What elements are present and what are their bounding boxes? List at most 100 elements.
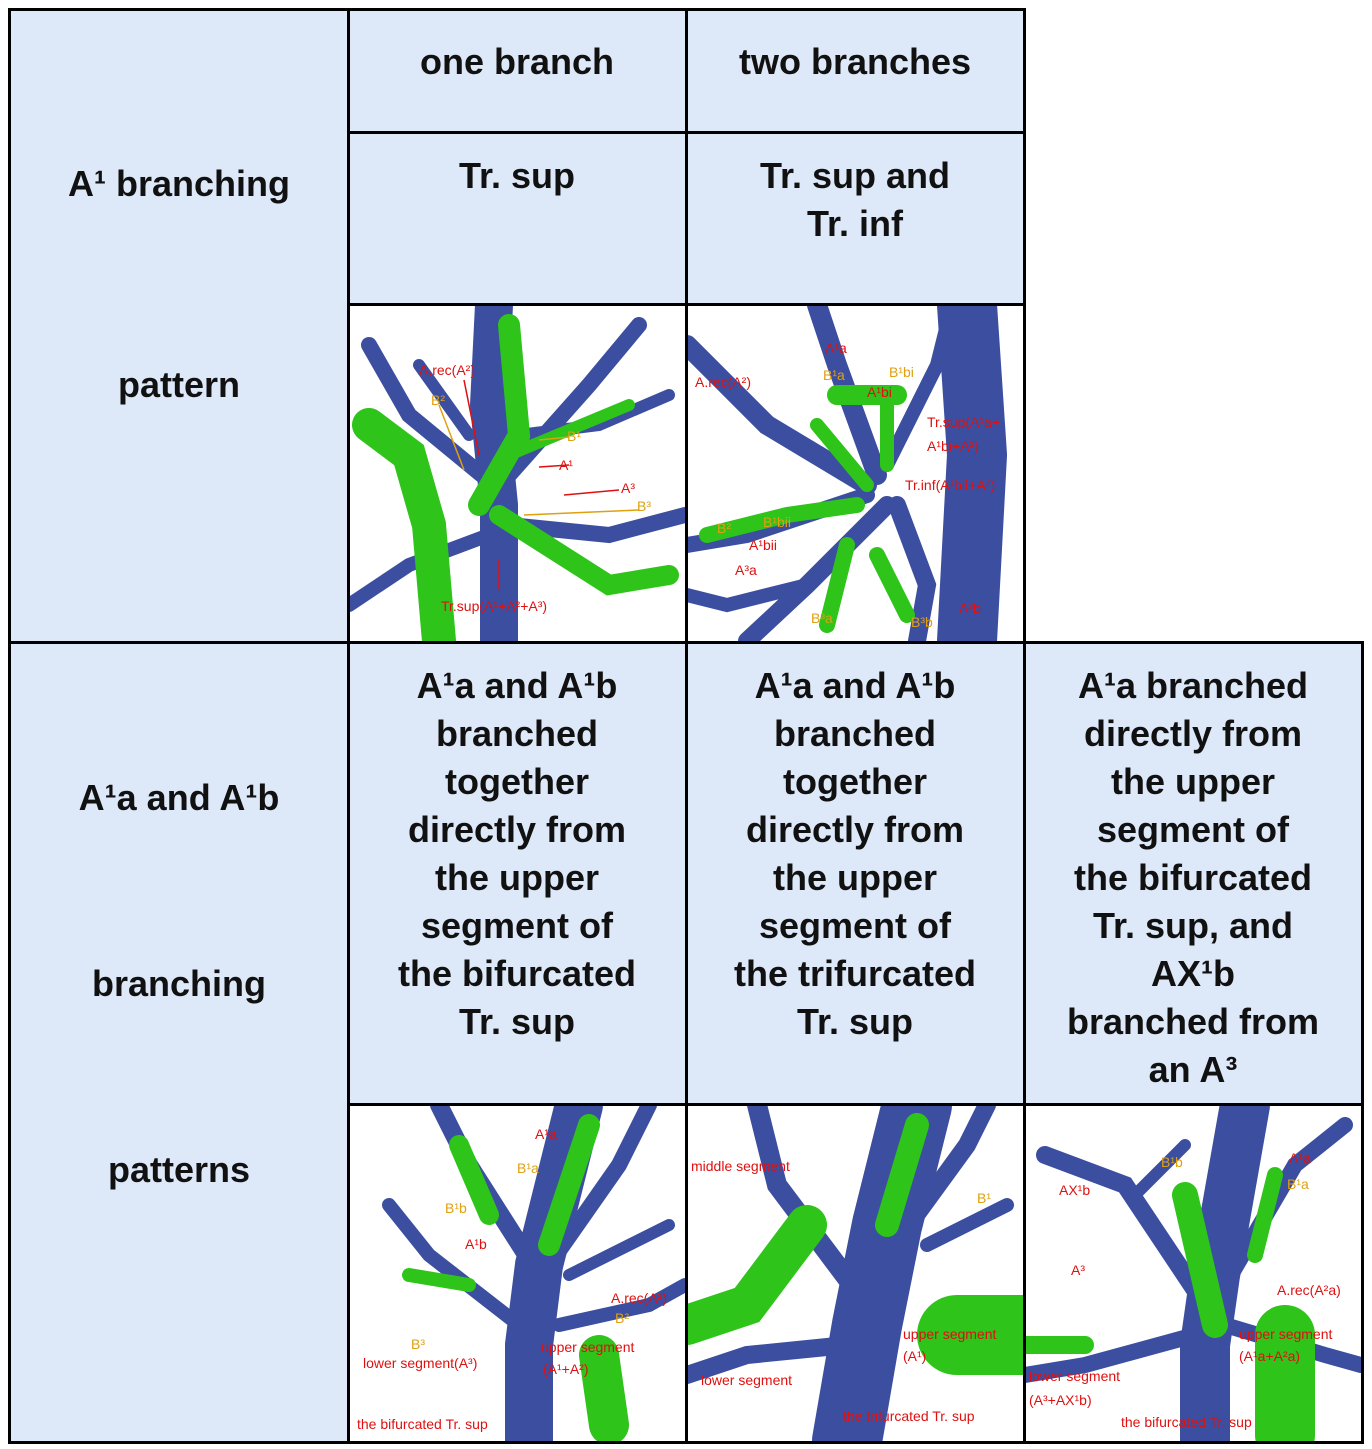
desc2-line: the trifurcated <box>733 953 977 994</box>
desc2-line: directly from <box>745 809 965 850</box>
desc2-line: segment of <box>758 905 952 946</box>
sub-header-tr-sup: Tr. sup <box>348 132 686 304</box>
img3-label-a1a: A¹a <box>535 1126 557 1142</box>
image-a1-two-branches: A¹a A.rec(A²) A¹bi Tr.sup(A¹a+ A¹bi+A²) … <box>687 305 1023 641</box>
img5-label-upper-seg-1: upper segment <box>1239 1326 1333 1342</box>
img3-label-b2: B² <box>615 1310 629 1326</box>
desc1-line: the bifurcated <box>397 953 637 994</box>
desc3-line: directly from <box>1083 713 1303 754</box>
image-bifurcated-tr-sup-ax1b: A¹a AX¹b A³ A.rec(A²a) upper segment (A¹… <box>1025 1105 1361 1441</box>
img5-label-b1a: B¹a <box>1287 1176 1309 1192</box>
img2-label-a3a: A³a <box>735 562 757 578</box>
image-bifurcated-tr-sup: A¹a A¹b A.rec(A²) lower segment(A³) uppe… <box>349 1105 685 1441</box>
col-header-two-branches: two branches <box>686 10 1024 132</box>
grid-line <box>1023 8 1026 644</box>
img3-label-a1b: A¹b <box>465 1236 487 1252</box>
desc3-line: branched from <box>1066 1001 1320 1042</box>
img2-label-trsup-2: A¹bi+A²) <box>927 438 979 454</box>
desc3-line: an A³ <box>1148 1049 1238 1090</box>
img4-label-b1: B¹ <box>977 1190 991 1206</box>
img5-label-a1a: A¹a <box>1289 1150 1311 1166</box>
img3-label-b1b: B¹b <box>445 1200 467 1216</box>
img3-label-bifurcated: the bifurcated Tr. sup <box>357 1416 488 1432</box>
sub-header-line1: Tr. sup and <box>759 155 951 196</box>
img2-label-b3b: B³b <box>911 614 933 630</box>
row-label-line2: branching <box>91 963 266 1004</box>
desc2-line: the upper <box>772 857 937 898</box>
img3-label-b1a: B¹a <box>517 1160 539 1176</box>
img2-label-b1bii: B¹bii <box>763 514 791 530</box>
img4-label-trifurcated: the trifurcated Tr. sup <box>843 1408 975 1424</box>
pattern-desc-1: A¹a and A¹b branched together directly f… <box>348 642 686 1104</box>
row-label-line3: patterns <box>107 1149 251 1190</box>
grid-line <box>1023 641 1026 1444</box>
img2-label-b1a: B¹a <box>823 367 845 383</box>
img5-label-ax1b: AX¹b <box>1059 1182 1090 1198</box>
grid-line <box>685 8 688 1444</box>
desc3-line: the upper <box>1110 761 1275 802</box>
img2-label-a1bii: A¹bii <box>749 537 777 553</box>
pattern-desc-3: A¹a branched directly from the upper seg… <box>1024 642 1362 1104</box>
row-label-a1-branching: A¹ branching pattern <box>10 10 348 642</box>
img2-label-arec-a2: A.rec(A²) <box>695 374 751 390</box>
sub-header-line2: Tr. inf <box>806 203 903 244</box>
img2-label-b1bi: B¹bi <box>889 364 914 380</box>
img3-label-upper-seg-1: upper segment <box>541 1339 635 1355</box>
desc1-line: Tr. sup <box>458 1001 576 1042</box>
img5-label-lower-seg-2: (A³+AX¹b) <box>1029 1392 1092 1408</box>
desc2-line: branched <box>773 713 937 754</box>
img1-label-b3: B³ <box>637 498 651 514</box>
grid-line <box>347 8 350 1444</box>
img2-label-b2: B² <box>717 520 731 536</box>
img2-label-b3a: B³a <box>811 610 833 626</box>
desc3-line: Tr. sup, and <box>1092 905 1294 946</box>
img3-label-arec: A.rec(A²) <box>611 1290 667 1306</box>
desc2-line: Tr. sup <box>796 1001 914 1042</box>
grid-line <box>347 1103 1364 1106</box>
img3-label-lower-seg: lower segment(A³) <box>363 1355 477 1371</box>
img1-label-b1: B¹ <box>567 428 581 444</box>
img2-label-trinf: Tr.inf(A¹bii+A³) <box>905 477 995 493</box>
desc1-line: A¹a and A¹b <box>416 665 618 706</box>
row-label-line1: A¹a and A¹b <box>78 777 280 818</box>
pattern-desc-2: A¹a and A¹b branched together directly f… <box>686 642 1024 1104</box>
img5-label-a3: A³ <box>1071 1262 1085 1278</box>
col-header-two-branches-text: two branches <box>738 41 972 82</box>
img2-label-a1bi: A¹bi <box>867 384 892 400</box>
desc1-line: the upper <box>434 857 599 898</box>
img3-label-b3: B³ <box>411 1336 425 1352</box>
img2-label-a3b: A³b <box>959 600 981 616</box>
img5-label-arec: A.rec(A²a) <box>1277 1282 1341 1298</box>
img4-label-lower-seg: lower segment <box>701 1372 792 1388</box>
img1-label-a1: A¹ <box>559 457 573 473</box>
desc1-line: segment of <box>420 905 614 946</box>
img2-label-a1a: A¹a <box>825 340 847 356</box>
sub-header-tr-sup-and-inf: Tr. sup and Tr. inf <box>686 132 1024 304</box>
row-label-line2: pattern <box>117 364 240 405</box>
desc3-line: segment of <box>1096 809 1290 850</box>
img5-label-lower-seg-1: lower segment <box>1029 1368 1120 1384</box>
img5-label-bifurcated: the bifurcated Tr. sup <box>1121 1414 1252 1430</box>
img2-label-trsup-1: Tr.sup(A¹a+ <box>927 414 1000 430</box>
image-a1-one-branch: A.rec(A²) A¹ A³ Tr.sup(A¹+A²+A³) B² B¹ B… <box>349 305 685 641</box>
desc3-line: the bifurcated <box>1073 857 1313 898</box>
col-header-one-branch-text: one branch <box>419 41 615 82</box>
img4-label-upper-seg-1: upper segment <box>903 1326 997 1342</box>
img5-label-b1b: B¹b <box>1161 1154 1183 1170</box>
img4-label-upper-seg-2: (A¹) <box>903 1348 926 1364</box>
sub-header-tr-sup-text: Tr. sup <box>458 155 576 196</box>
row-label-line1: A¹ branching <box>68 163 290 204</box>
img1-label-a3: A³ <box>621 480 635 496</box>
row-label-a1a-a1b-branching: A¹a and A¹b branching patterns <box>10 642 348 1442</box>
desc1-line: branched <box>435 713 599 754</box>
img1-label-trsup: Tr.sup(A¹+A²+A³) <box>441 598 547 614</box>
img3-label-upper-seg-2: (A¹+A²) <box>543 1361 589 1377</box>
image-trifurcated-tr-sup: middle segment upper segment (A¹) lower … <box>687 1105 1023 1441</box>
desc1-line: directly from <box>407 809 627 850</box>
img1-label-b2: B² <box>431 392 445 408</box>
img1-label-arec-a2: A.rec(A²) <box>419 362 475 378</box>
grid-line <box>1361 641 1364 1444</box>
img5-label-upper-seg-2: (A¹a+A²a) <box>1239 1348 1300 1364</box>
desc2-line: together <box>783 761 927 802</box>
grid-line <box>8 8 11 1444</box>
